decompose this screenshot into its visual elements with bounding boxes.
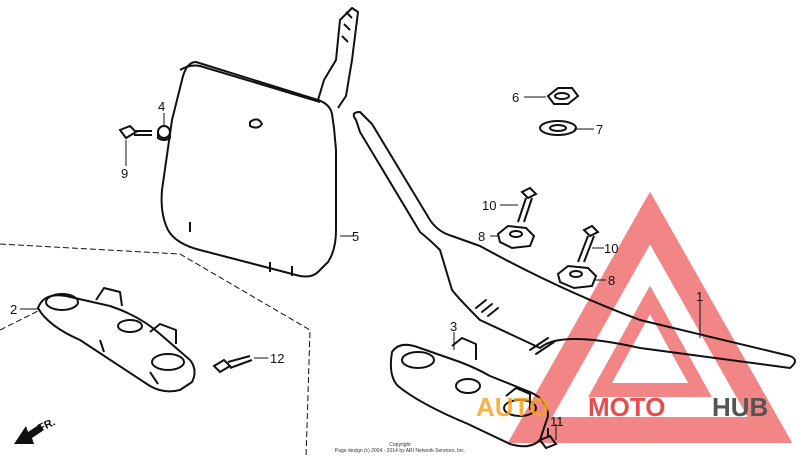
callout-8-left: 8 — [478, 229, 485, 244]
callout-6: 6 — [512, 90, 519, 105]
leader-lines — [20, 96, 701, 440]
callout-10-right: 10 — [604, 241, 618, 256]
callout-4: 4 — [158, 99, 165, 114]
callout-8-right: 8 — [608, 273, 615, 288]
handlebar — [352, 111, 796, 369]
bolt-10-right — [577, 224, 600, 263]
callout-1: 1 — [696, 289, 703, 304]
watermark-moto: MOTO — [588, 392, 666, 422]
construction-lines — [0, 243, 311, 459]
upper-triple-clamp — [389, 337, 549, 448]
callout-9: 9 — [121, 166, 128, 181]
watermark-hub: HUB — [712, 392, 768, 422]
bolt-12 — [212, 355, 253, 374]
callout-7: 7 — [596, 122, 603, 137]
front-direction-arrow: FR. — [14, 416, 57, 444]
copyright-line-2: Page design (c) 2004 - 2014 by ARI Netwo… — [335, 448, 465, 454]
arrow-icon — [14, 424, 44, 444]
callout-12: 12 — [270, 351, 284, 366]
watermark-triangle-icon — [507, 191, 793, 443]
bolt-11 — [538, 428, 558, 450]
direction-label: FR. — [36, 416, 57, 434]
handlebar-holder-8-right — [556, 264, 598, 290]
lower-triple-clamp — [37, 287, 196, 393]
handlebar-holder-8-left — [496, 224, 536, 250]
callout-3: 3 — [450, 319, 457, 334]
callout-10-left: 10 — [482, 198, 496, 213]
washer-7 — [539, 120, 577, 136]
callout-11: 11 — [550, 414, 564, 429]
watermark-inner-triangle-icon — [588, 285, 712, 397]
number-plate — [160, 7, 359, 278]
callout-2: 2 — [10, 302, 17, 317]
washer-4 — [157, 125, 171, 141]
nut-6 — [546, 87, 580, 105]
callout-5: 5 — [352, 229, 359, 244]
watermark-auto: AUTO — [476, 392, 549, 422]
bolt-9 — [118, 124, 152, 140]
copyright-line-1: Copyright — [389, 442, 411, 448]
watermark-text: AUTO MOTO HUB — [476, 392, 768, 422]
bolt-10-left — [517, 186, 538, 223]
